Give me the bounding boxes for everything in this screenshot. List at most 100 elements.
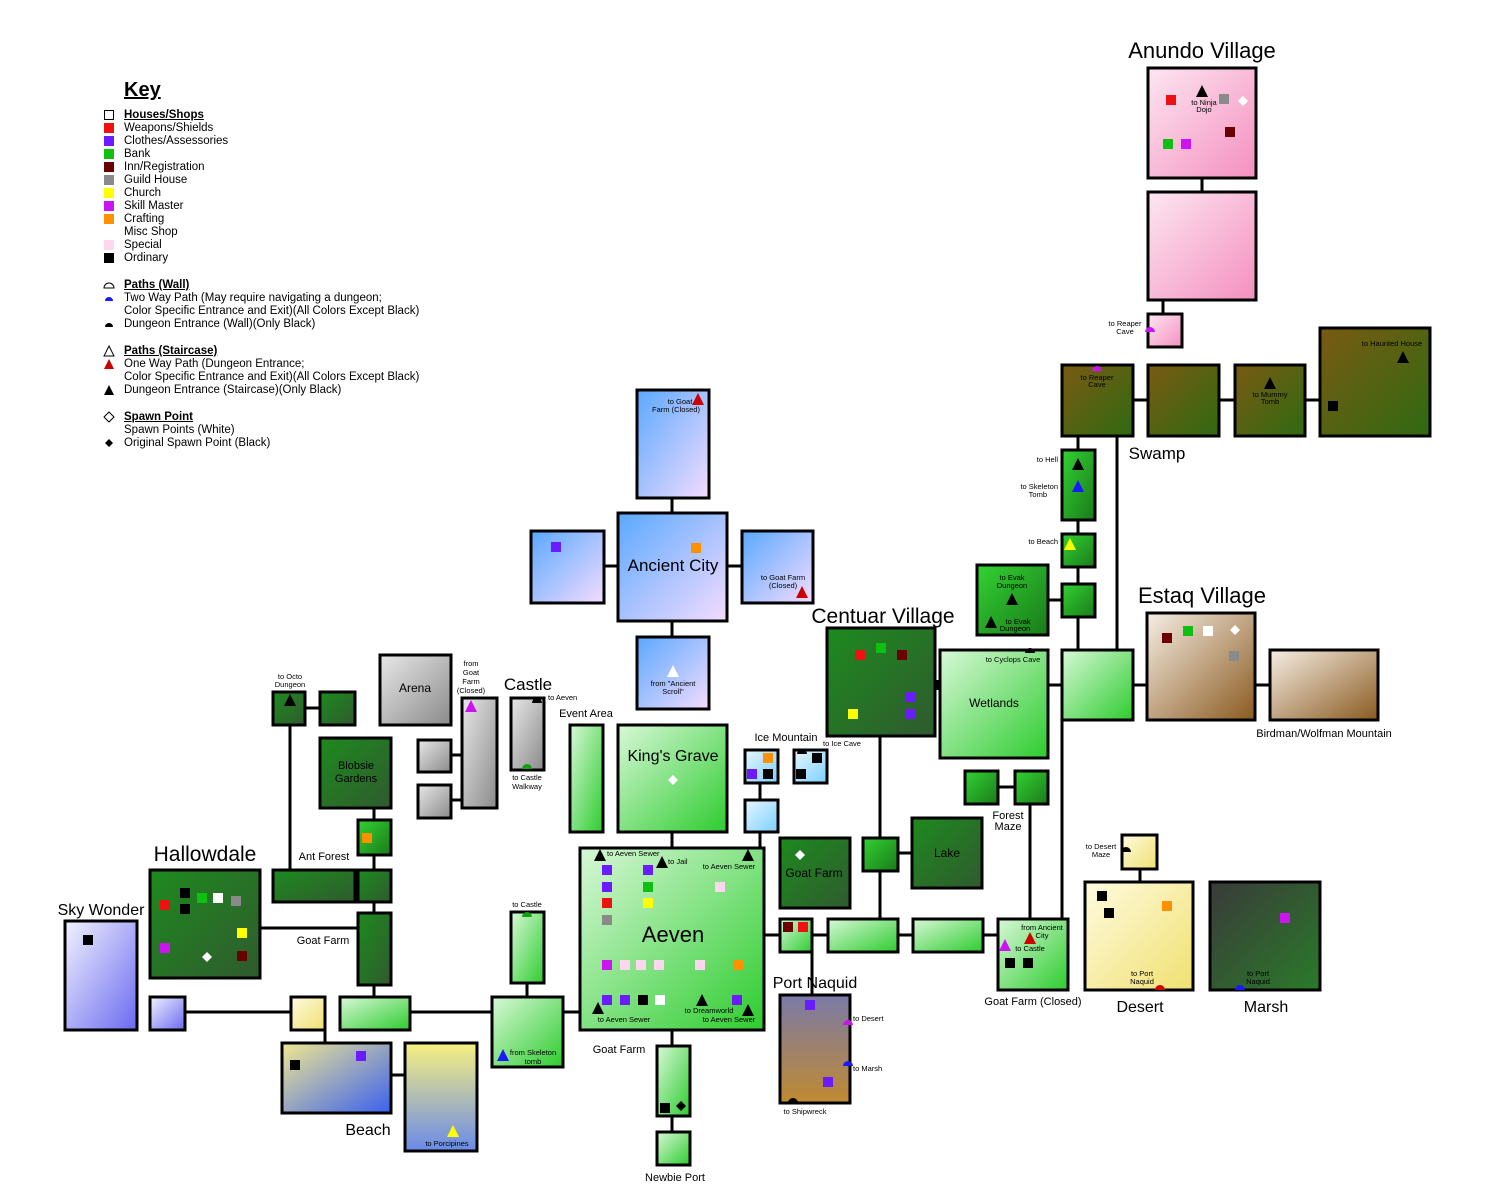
staircase-marker[interactable] <box>594 849 606 861</box>
blobsie-gardens-room[interactable] <box>318 736 393 810</box>
wall-path-marker[interactable] <box>532 698 542 703</box>
east-road-2[interactable] <box>911 917 985 954</box>
staircase-marker[interactable] <box>985 616 997 628</box>
castle-room-1[interactable] <box>416 738 453 774</box>
ancient-city-room[interactable] <box>616 511 729 623</box>
shop-marker <box>602 995 612 1005</box>
staircase-marker[interactable] <box>1397 351 1409 363</box>
staircase-marker[interactable] <box>1024 932 1036 944</box>
marsh-room[interactable] <box>1208 880 1322 992</box>
birdman-mountain-room[interactable] <box>1268 648 1380 722</box>
staircase-marker[interactable] <box>742 1004 754 1016</box>
ancient-north-room[interactable] <box>635 388 711 500</box>
staircase-marker[interactable] <box>447 1125 459 1137</box>
wall-path-marker[interactable] <box>797 749 807 754</box>
wall-path-marker[interactable] <box>1025 648 1035 653</box>
staircase-marker[interactable] <box>1072 480 1084 492</box>
lake-link-room[interactable] <box>861 836 900 873</box>
forest-room-1[interactable] <box>963 769 1000 806</box>
staircase-marker[interactable] <box>1196 85 1208 97</box>
sky-wonder-room[interactable] <box>63 919 139 1032</box>
castle-room[interactable] <box>509 696 546 772</box>
legend-label: Weapons/Shields <box>124 122 214 134</box>
goat-farm-closed-room[interactable] <box>996 917 1070 992</box>
staircase-marker[interactable] <box>1006 593 1018 605</box>
shop-marker <box>160 943 170 953</box>
beach-north-room[interactable] <box>289 995 327 1032</box>
ant-forest-east-room[interactable] <box>356 868 393 904</box>
wall-path-marker[interactable] <box>522 912 532 917</box>
sky-wonder-east-room[interactable] <box>148 995 187 1032</box>
beach-label: Beach <box>345 1122 390 1139</box>
to-castle-room[interactable] <box>509 910 546 985</box>
goat-farm-room[interactable] <box>778 836 852 910</box>
swamp-room-1[interactable] <box>1060 363 1135 438</box>
beach-road-room[interactable] <box>338 995 412 1032</box>
estaq-west-room[interactable] <box>1060 648 1135 722</box>
beach-room[interactable] <box>280 1041 393 1115</box>
shop-marker <box>848 709 858 719</box>
anundo-village-room[interactable] <box>1146 66 1258 180</box>
wall-path-marker[interactable] <box>522 764 532 769</box>
east-road-1[interactable] <box>826 917 900 954</box>
staircase-marker[interactable] <box>796 586 808 598</box>
wall-path-marker[interactable] <box>1092 366 1102 371</box>
aeven-east-room[interactable] <box>778 917 814 954</box>
newbie-port-label: Newbie Port <box>645 1172 705 1184</box>
estaq-village-label: Estaq Village <box>1138 583 1266 608</box>
staircase-marker[interactable] <box>667 665 679 677</box>
shop-marker <box>695 960 705 970</box>
staircase-marker[interactable] <box>656 856 668 868</box>
staircase-marker[interactable] <box>592 1002 604 1014</box>
ancient-west-room[interactable] <box>529 529 606 605</box>
wetlands-room[interactable] <box>938 648 1050 760</box>
lake-room[interactable] <box>910 816 984 890</box>
castle-corridor-room[interactable] <box>460 696 499 810</box>
event-area-room[interactable] <box>568 723 605 834</box>
staircase-marker[interactable] <box>1072 458 1084 470</box>
arena-room[interactable] <box>378 653 453 727</box>
ant-forest-room[interactable] <box>271 868 357 904</box>
hallowdale-room[interactable] <box>148 868 262 980</box>
wall-path-marker[interactable] <box>1121 847 1131 852</box>
shop-marker <box>732 995 742 1005</box>
beach-south-room[interactable] <box>403 1041 479 1153</box>
goat-farm-west-room[interactable] <box>356 911 393 987</box>
legend-item: Crafting <box>100 213 440 226</box>
swamp-room-2[interactable] <box>1146 363 1221 438</box>
wall-path-marker[interactable] <box>843 1061 853 1066</box>
staircase-marker[interactable] <box>696 994 708 1006</box>
legend-spawn-black: Original Spawn Point (Black) <box>100 437 440 450</box>
forest-room-2[interactable] <box>1013 769 1050 806</box>
swamp-room-3[interactable] <box>1233 363 1307 438</box>
staircase-marker[interactable] <box>465 700 477 712</box>
wall-path-marker[interactable] <box>1155 985 1165 990</box>
anundo-south-room[interactable] <box>1146 190 1258 302</box>
port-naquid-room[interactable] <box>778 993 852 1105</box>
swamp-room-4[interactable] <box>1318 326 1432 438</box>
wall-path-marker[interactable] <box>843 1020 853 1025</box>
map-label: Naquid <box>1246 977 1270 986</box>
wall-path-marker[interactable] <box>1235 985 1245 990</box>
staircase-marker[interactable] <box>1064 538 1076 550</box>
shop-marker <box>763 769 773 779</box>
castle-room-2[interactable] <box>416 783 453 820</box>
legend-swatch <box>104 214 114 224</box>
map-label: to Porcipines <box>425 1139 469 1148</box>
shop-marker <box>763 753 773 763</box>
staircase-marker[interactable] <box>999 939 1011 951</box>
newbie-port-room[interactable] <box>655 1130 692 1167</box>
wall-path-marker[interactable] <box>788 1098 798 1103</box>
ice-mountain-room-3[interactable] <box>743 798 780 834</box>
staircase-marker[interactable] <box>284 694 296 706</box>
estaq-link-room[interactable] <box>1060 582 1097 619</box>
wall-path-marker[interactable] <box>1145 327 1155 332</box>
legend-label: Bank <box>124 148 151 160</box>
staircase-marker[interactable] <box>742 849 754 861</box>
staircase-marker[interactable] <box>692 393 704 405</box>
octo-east-room[interactable] <box>318 690 357 727</box>
staircase-marker[interactable] <box>1264 377 1276 389</box>
beach-link-room[interactable] <box>1060 532 1097 569</box>
legend-label: Church <box>124 187 162 199</box>
staircase-marker[interactable] <box>497 1049 509 1061</box>
